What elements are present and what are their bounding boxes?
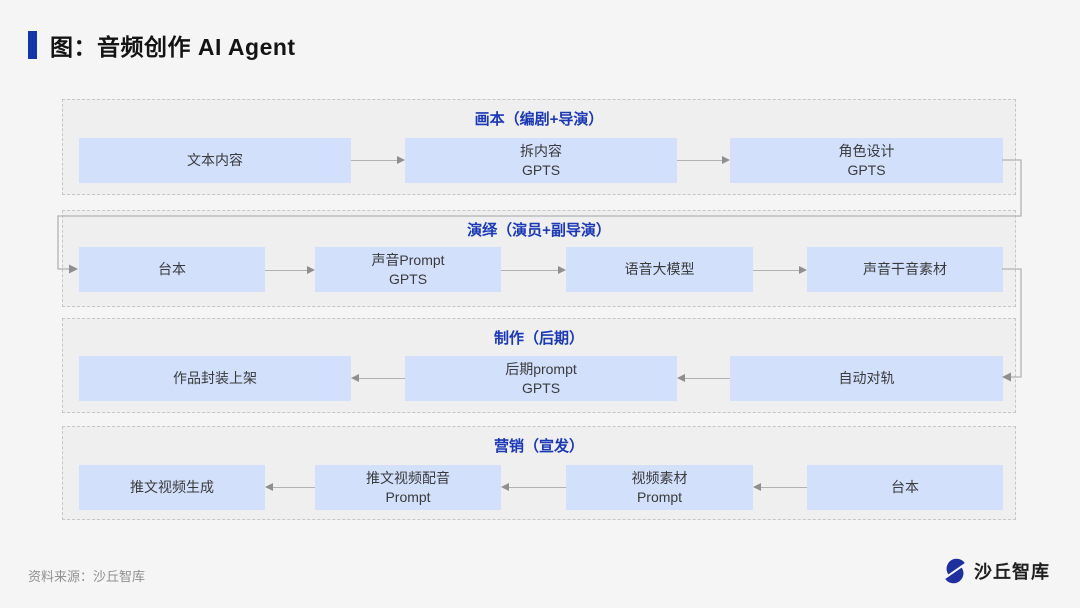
brand-lockup: 沙丘智库	[942, 558, 1050, 584]
flow-arrow-left	[265, 482, 315, 493]
section-title: 制作（后期）	[493, 330, 584, 347]
section-performance: 演绎（演员+副导演） 台本 声音Prompt GPTS 语音大模型 声音干音素材	[62, 210, 1016, 307]
node-voice-prompt-gpts: 声音Prompt GPTS	[315, 247, 501, 292]
node-sublabel: GPTS	[521, 379, 561, 396]
node-label: 推文视频配音	[366, 470, 450, 487]
flow-arrow-left	[677, 373, 730, 384]
source-note: 资料来源：沙丘智库	[28, 569, 146, 584]
section-storyboard: 画本（编剧+导演） 文本内容 拆内容 GPTS 角色设计 GPTS	[62, 99, 1016, 195]
node-label: 自动对轨	[838, 370, 895, 387]
node-text-content: 文本内容	[79, 138, 351, 183]
brand-s-logo-icon	[945, 558, 965, 584]
node-promo-video-generate: 推文视频生成	[79, 465, 265, 510]
flow-arrow-left	[753, 482, 807, 493]
node-sublabel: Prompt	[636, 488, 683, 505]
node-label: 拆内容	[520, 143, 562, 160]
brand-name: 沙丘智库	[974, 562, 1050, 582]
node-sublabel: GPTS	[847, 161, 886, 178]
arrow-head-icon	[351, 374, 359, 382]
node-label: 台本	[891, 479, 919, 496]
section-title: 营销（宣发）	[493, 438, 584, 455]
node-package-publish: 作品封装上架	[79, 356, 351, 401]
arrow-line	[684, 378, 730, 379]
node-sublabel: GPTS	[388, 270, 428, 287]
node-dry-voice-material: 声音干音素材	[807, 247, 1003, 292]
node-script: 台本	[79, 247, 265, 292]
arrow-head-icon	[799, 266, 807, 274]
node-label: 语音大模型	[624, 261, 695, 278]
arrow-head-icon	[501, 483, 509, 491]
section-production: 制作（后期） 作品封装上架 后期prompt GPTS 自动对轨	[62, 318, 1016, 413]
flow-arrow-right	[351, 155, 405, 166]
flow-arrow-left	[351, 373, 405, 384]
node-label: 视频素材	[631, 470, 688, 487]
arrow-head-icon	[397, 156, 405, 164]
arrow-head-icon	[307, 266, 315, 274]
node-label: 推文视频生成	[130, 479, 214, 496]
arrow-line	[753, 270, 800, 271]
node-label: 声音干音素材	[863, 261, 947, 278]
page-title: 图：音频创作 AI Agent	[50, 34, 296, 60]
arrow-head-icon	[722, 156, 730, 164]
node-promo-video-dub-prompt: 推文视频配音 Prompt	[315, 465, 501, 510]
flow-arrow-right	[677, 155, 730, 166]
arrow-head-icon	[265, 483, 273, 491]
node-label: 声音Prompt	[371, 252, 445, 269]
flow-arrow-left	[501, 482, 566, 493]
flow-arrow-right	[501, 265, 566, 276]
arrow-head-icon	[753, 483, 761, 491]
node-speech-model: 语音大模型	[566, 247, 753, 292]
node-label: 文本内容	[187, 152, 243, 169]
section-title: 演绎（演员+副导演）	[467, 222, 611, 239]
arrow-line	[272, 487, 315, 488]
flow-arrow-right	[265, 265, 315, 276]
arrow-line	[760, 487, 807, 488]
arrow-line	[677, 160, 723, 161]
arrow-head-icon	[558, 266, 566, 274]
node-label: 角色设计	[838, 143, 895, 160]
node-postprod-prompt-gpts: 后期prompt GPTS	[405, 356, 677, 401]
arrow-line	[265, 270, 308, 271]
arrow-line	[501, 270, 559, 271]
node-label: 作品封装上架	[173, 370, 257, 387]
arrow-line	[351, 160, 398, 161]
node-video-material-prompt: 视频素材 Prompt	[566, 465, 753, 510]
arrow-head-icon	[677, 374, 685, 382]
arrow-line	[358, 378, 405, 379]
node-sublabel: Prompt	[385, 488, 431, 505]
title-accent-bar	[28, 31, 37, 59]
arrow-line	[508, 487, 566, 488]
node-sublabel: GPTS	[521, 161, 561, 178]
node-label: 后期prompt	[505, 361, 577, 378]
node-label: 台本	[158, 261, 186, 278]
node-auto-align-track: 自动对轨	[730, 356, 1003, 401]
node-script-marketing: 台本	[807, 465, 1003, 510]
flow-arrow-right	[753, 265, 807, 276]
node-split-content-gpts: 拆内容 GPTS	[405, 138, 677, 183]
section-marketing: 营销（宣发） 推文视频生成 推文视频配音 Prompt 视频素材 Prompt …	[62, 426, 1016, 520]
section-title: 画本（编剧+导演）	[474, 111, 604, 128]
node-character-design-gpts: 角色设计 GPTS	[730, 138, 1003, 183]
